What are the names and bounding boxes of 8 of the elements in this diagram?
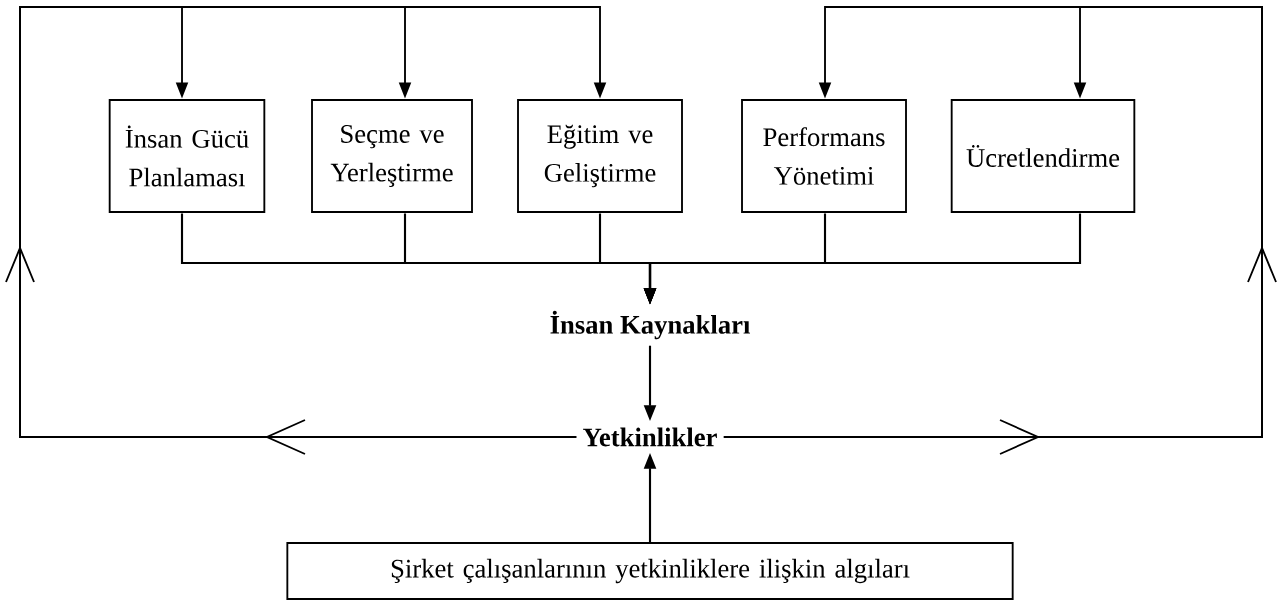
process-box: İnsan Gücü Planlaması bbox=[108, 99, 266, 213]
process-box: Şirket çalışanlarının yetkinliklere ilişkin algıları bbox=[286, 542, 1014, 600]
process-box: Ücretlendirme bbox=[950, 99, 1136, 213]
node-label: Yetkinlikler bbox=[583, 427, 717, 447]
node-label: İnsan Kaynakları bbox=[550, 310, 750, 340]
process-box: Performans Yönetimi bbox=[741, 99, 907, 213]
process-box: Eğitim ve Geliştirme bbox=[517, 99, 683, 213]
process-box: Seçme ve Yerleştirme bbox=[311, 99, 473, 213]
